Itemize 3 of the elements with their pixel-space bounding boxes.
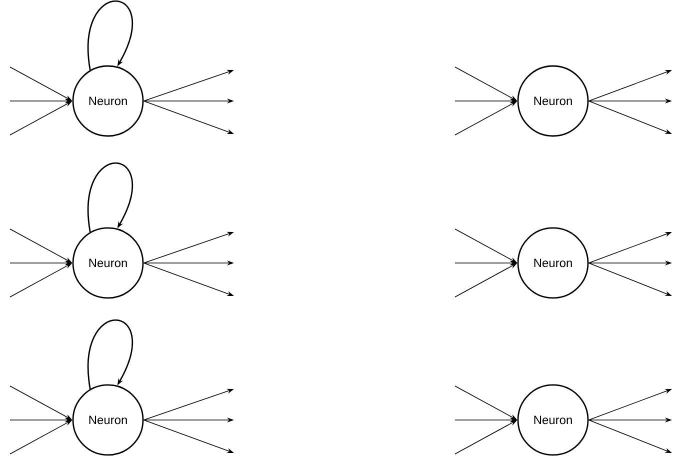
loop-arrow (87, 162, 133, 232)
loop-arrow (87, 319, 133, 390)
loop-arrow (87, 0, 133, 70)
